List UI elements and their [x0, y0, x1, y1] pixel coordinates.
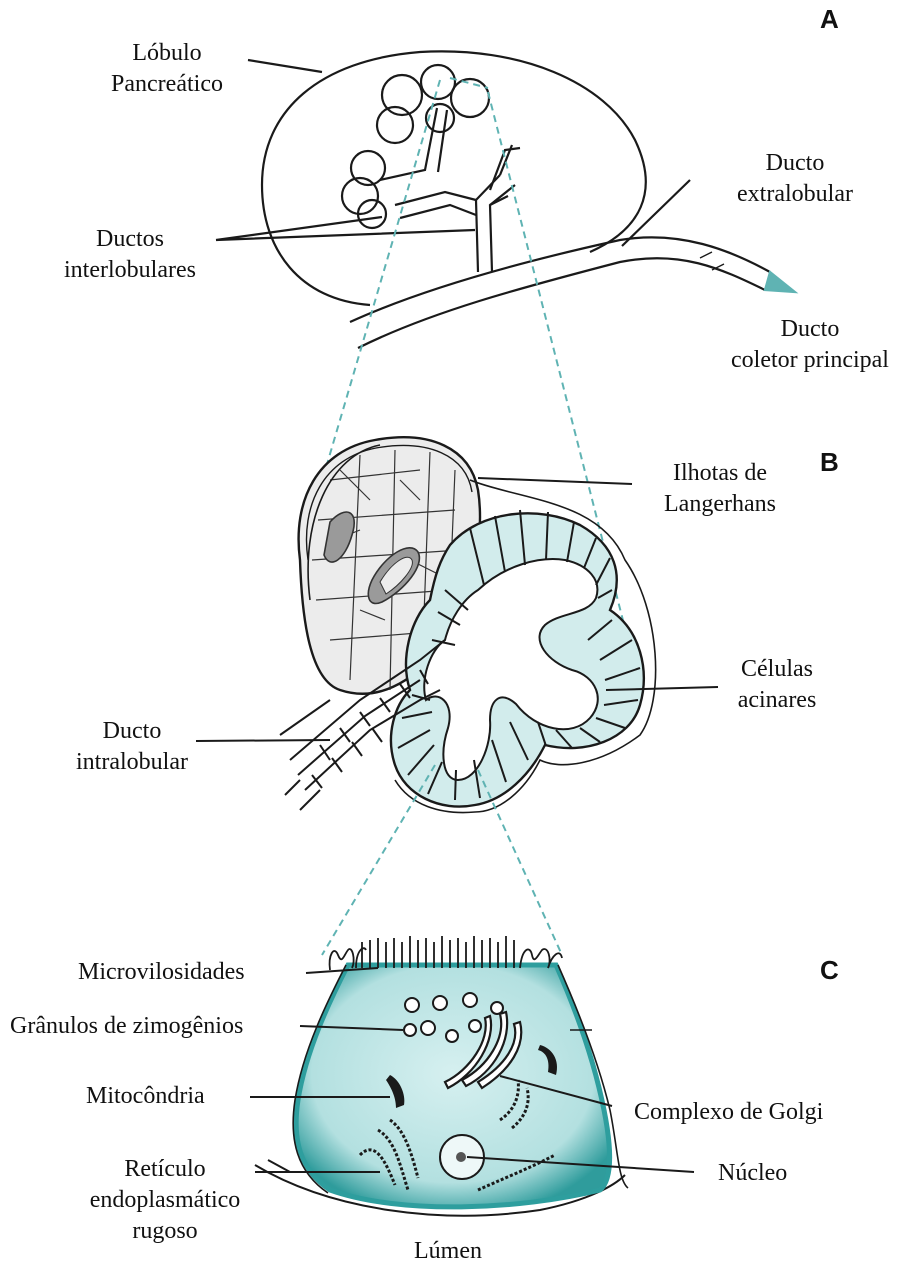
- label-reticulo-line2: endoplasmático: [70, 1185, 260, 1216]
- label-ductos-interlobulares-line2: interlobulares: [50, 255, 210, 286]
- main-duct: [350, 237, 770, 322]
- label-lumen: Lúmen: [414, 1236, 482, 1267]
- label-celulas-acinares: Células acinares: [712, 654, 842, 716]
- label-mitocondria: Mitocôndria: [86, 1081, 205, 1112]
- label-reticulo: Retículo endoplasmático rugoso: [70, 1154, 260, 1247]
- label-ilhotas-line2: Langerhans: [640, 489, 800, 520]
- label-nucleo: Núcleo: [718, 1158, 787, 1189]
- label-reticulo-line3: rugoso: [70, 1216, 260, 1247]
- label-ducto-coletor-line1: Ducto: [710, 314, 910, 345]
- panel-label-b: B: [820, 447, 839, 478]
- label-ilhotas: Ilhotas de Langerhans: [640, 458, 800, 520]
- panel-c-acinar-cell: [250, 936, 694, 1216]
- leader-intralobular: [196, 740, 330, 741]
- label-ducto-extralobular-line1: Ducto: [720, 148, 870, 179]
- label-lobulo-line2: Pancreático: [92, 69, 242, 100]
- label-lobulo: Lóbulo Pancreático: [92, 38, 242, 100]
- label-granulos: Grânulos de zimogênios: [10, 1011, 243, 1042]
- leader-extralobular: [622, 180, 690, 246]
- duct-arrow: [765, 272, 795, 292]
- label-ducto-intralobular: Ducto intralobular: [62, 716, 202, 778]
- label-ducto-intralobular-line1: Ducto: [62, 716, 202, 747]
- label-ductos-interlobulares: Ductos interlobulares: [50, 224, 210, 286]
- leader-ilhotas: [478, 478, 632, 484]
- label-golgi: Complexo de Golgi: [634, 1097, 823, 1128]
- label-ducto-coletor: Ducto coletor principal: [710, 314, 910, 376]
- label-ilhotas-line1: Ilhotas de: [640, 458, 800, 489]
- label-lobulo-line1: Lóbulo: [92, 38, 242, 69]
- interlobular-duct: [476, 175, 515, 272]
- label-ducto-extralobular: Ducto extralobular: [720, 148, 870, 210]
- panel-label-a: A: [820, 4, 839, 35]
- label-ductos-interlobulares-line1: Ductos: [50, 224, 210, 255]
- label-reticulo-line1: Retículo: [70, 1154, 260, 1185]
- leader-lobulo: [248, 60, 322, 72]
- panel-a-lobule: [216, 51, 795, 348]
- label-ducto-extralobular-line2: extralobular: [720, 179, 870, 210]
- label-ducto-intralobular-line2: intralobular: [62, 747, 202, 778]
- label-ducto-coletor-line2: coletor principal: [710, 345, 910, 376]
- leader-ductos-inter: [216, 217, 475, 240]
- label-celulas-acinares-line2: acinares: [712, 685, 842, 716]
- label-microvilosidades: Microvilosidades: [78, 957, 245, 988]
- label-celulas-acinares-line1: Células: [712, 654, 842, 685]
- panel-label-c: C: [820, 955, 839, 986]
